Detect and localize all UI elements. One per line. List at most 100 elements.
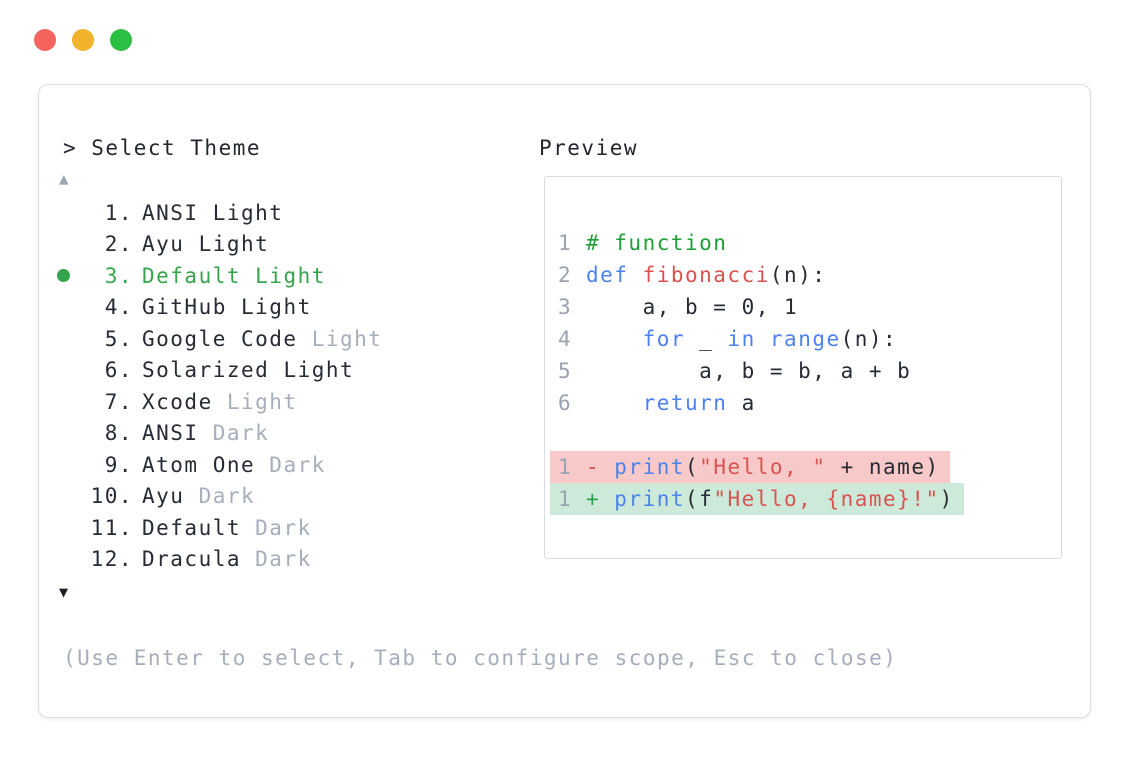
theme-suffix: Dark bbox=[269, 452, 326, 477]
code-line: 6 return a bbox=[550, 387, 766, 419]
code-token: + name) bbox=[826, 455, 940, 479]
theme-number: 3. bbox=[104, 263, 133, 288]
code-token bbox=[586, 327, 643, 351]
theme-name: GitHub Light bbox=[142, 295, 312, 320]
line-number: 1 bbox=[558, 487, 573, 511]
theme-name: Dracula Dark bbox=[142, 547, 312, 572]
theme-option[interactable]: 7. Xcode Light bbox=[57, 386, 382, 418]
code-token: # function bbox=[586, 231, 728, 255]
theme-name: ANSI Light bbox=[142, 200, 284, 225]
code-token: range bbox=[769, 327, 841, 351]
theme-option[interactable]: 12. Dracula Dark bbox=[57, 544, 382, 576]
theme-number: 7. bbox=[104, 389, 133, 414]
line-number: 5 bbox=[558, 359, 573, 383]
code-token: ) bbox=[939, 487, 954, 511]
theme-suffix: Light bbox=[311, 326, 383, 351]
code-token: print bbox=[614, 487, 686, 511]
theme-option[interactable]: 9.Atom One Dark bbox=[57, 449, 382, 481]
code-token: "Hello, " bbox=[699, 455, 827, 479]
code-token: (n): bbox=[769, 263, 827, 287]
theme-list: 1. ANSI Light 2. Ayu Light 3. Default Light 4.… bbox=[57, 197, 382, 575]
code-token bbox=[586, 391, 643, 415]
theme-name: Default Light bbox=[142, 263, 326, 288]
theme-number: 12. bbox=[90, 547, 133, 572]
theme-suffix: Dark bbox=[255, 515, 312, 540]
diff-line-added: 1 + print(f"Hello, {name}!") bbox=[550, 483, 964, 515]
code-token: a bbox=[727, 391, 756, 415]
code-token: _ bbox=[685, 327, 728, 351]
code-token: ( bbox=[685, 455, 700, 479]
theme-suffix: Light bbox=[198, 232, 270, 257]
theme-option[interactable]: 10. Ayu Dark bbox=[57, 481, 382, 513]
line-number: 1 bbox=[558, 231, 573, 255]
code-line bbox=[550, 419, 596, 451]
line-number: 1 bbox=[558, 455, 573, 479]
theme-name: Ayu Dark bbox=[142, 484, 256, 509]
select-theme-prompt: > Select Theme bbox=[63, 136, 262, 160]
theme-option[interactable]: 1. ANSI Light bbox=[57, 197, 382, 229]
line-number: 4 bbox=[558, 327, 573, 351]
theme-number: 4. bbox=[104, 295, 133, 320]
theme-suffix: Light bbox=[241, 295, 312, 320]
code-token: fibonacci bbox=[642, 263, 770, 287]
code-line: 5 a, b = b, a + b bbox=[550, 355, 921, 387]
zoom-button[interactable] bbox=[110, 29, 132, 51]
theme-option[interactable]: 11. Default Dark bbox=[57, 512, 382, 544]
theme-suffix: Dark bbox=[198, 484, 256, 509]
theme-number: 5. bbox=[104, 326, 133, 351]
theme-suffix: Light bbox=[212, 200, 284, 225]
theme-option[interactable]: 3. Default Light bbox=[57, 260, 382, 292]
code-token: print bbox=[614, 455, 686, 479]
selected-dot-icon bbox=[57, 269, 83, 283]
scroll-down-icon[interactable]: ▼ bbox=[59, 583, 69, 601]
code-token: (f bbox=[685, 487, 714, 511]
theme-option[interactable]: 4. GitHub Light bbox=[57, 292, 382, 324]
line-number: 3 bbox=[558, 295, 573, 319]
window-controls bbox=[34, 29, 132, 51]
theme-suffix: Dark bbox=[255, 547, 312, 572]
theme-suffix: Dark bbox=[212, 421, 270, 446]
theme-name: Google Code Light bbox=[142, 326, 383, 351]
code-token: in bbox=[727, 327, 756, 351]
code-token: for bbox=[642, 327, 686, 351]
minimize-button[interactable] bbox=[72, 29, 94, 51]
line-number: 2 bbox=[558, 263, 573, 287]
theme-name: Ayu Light bbox=[142, 232, 270, 257]
theme-name: Default Dark bbox=[142, 515, 312, 540]
theme-number: 2. bbox=[104, 232, 133, 257]
theme-name: ANSI Dark bbox=[142, 421, 270, 446]
code-token: a, b = b, a + b bbox=[586, 359, 912, 383]
theme-number: 9. bbox=[104, 452, 133, 477]
code-line: 3 a, b = 0, 1 bbox=[550, 291, 808, 323]
help-text: (Use Enter to select, Tab to configure s… bbox=[63, 646, 898, 670]
code-token: + bbox=[586, 487, 615, 511]
theme-number: 10. bbox=[90, 484, 133, 509]
diff-line-removed: 1- print("Hello, " + name) bbox=[550, 451, 950, 483]
code-token: "Hello, {name}!" bbox=[713, 487, 940, 511]
theme-number: 11. bbox=[90, 515, 133, 540]
preview-label: Preview bbox=[539, 136, 639, 160]
theme-name: Solarized Light bbox=[142, 358, 355, 383]
theme-suffix: Light bbox=[226, 389, 298, 414]
theme-option[interactable]: 6. Solarized Light bbox=[57, 355, 382, 387]
code-token bbox=[756, 327, 770, 351]
line-number: 6 bbox=[558, 391, 573, 415]
theme-number: 1. bbox=[104, 200, 133, 225]
theme-number: 8. bbox=[104, 421, 133, 446]
close-button[interactable] bbox=[34, 29, 56, 51]
theme-number: 6. bbox=[104, 358, 133, 383]
theme-option[interactable]: 8. ANSI Dark bbox=[57, 418, 382, 450]
code-token: a, b = 0, 1 bbox=[586, 295, 799, 319]
code-token: - bbox=[586, 455, 615, 479]
theme-name: Xcode Light bbox=[142, 389, 298, 414]
theme-option[interactable]: 2. Ayu Light bbox=[57, 229, 382, 261]
theme-suffix: Light bbox=[255, 263, 326, 288]
scroll-up-icon[interactable]: ▲ bbox=[59, 169, 69, 188]
code-line: 4 for _ in range(n): bbox=[550, 323, 907, 355]
theme-option[interactable]: 5. Google Code Light bbox=[57, 323, 382, 355]
theme-suffix: Light bbox=[283, 358, 355, 383]
